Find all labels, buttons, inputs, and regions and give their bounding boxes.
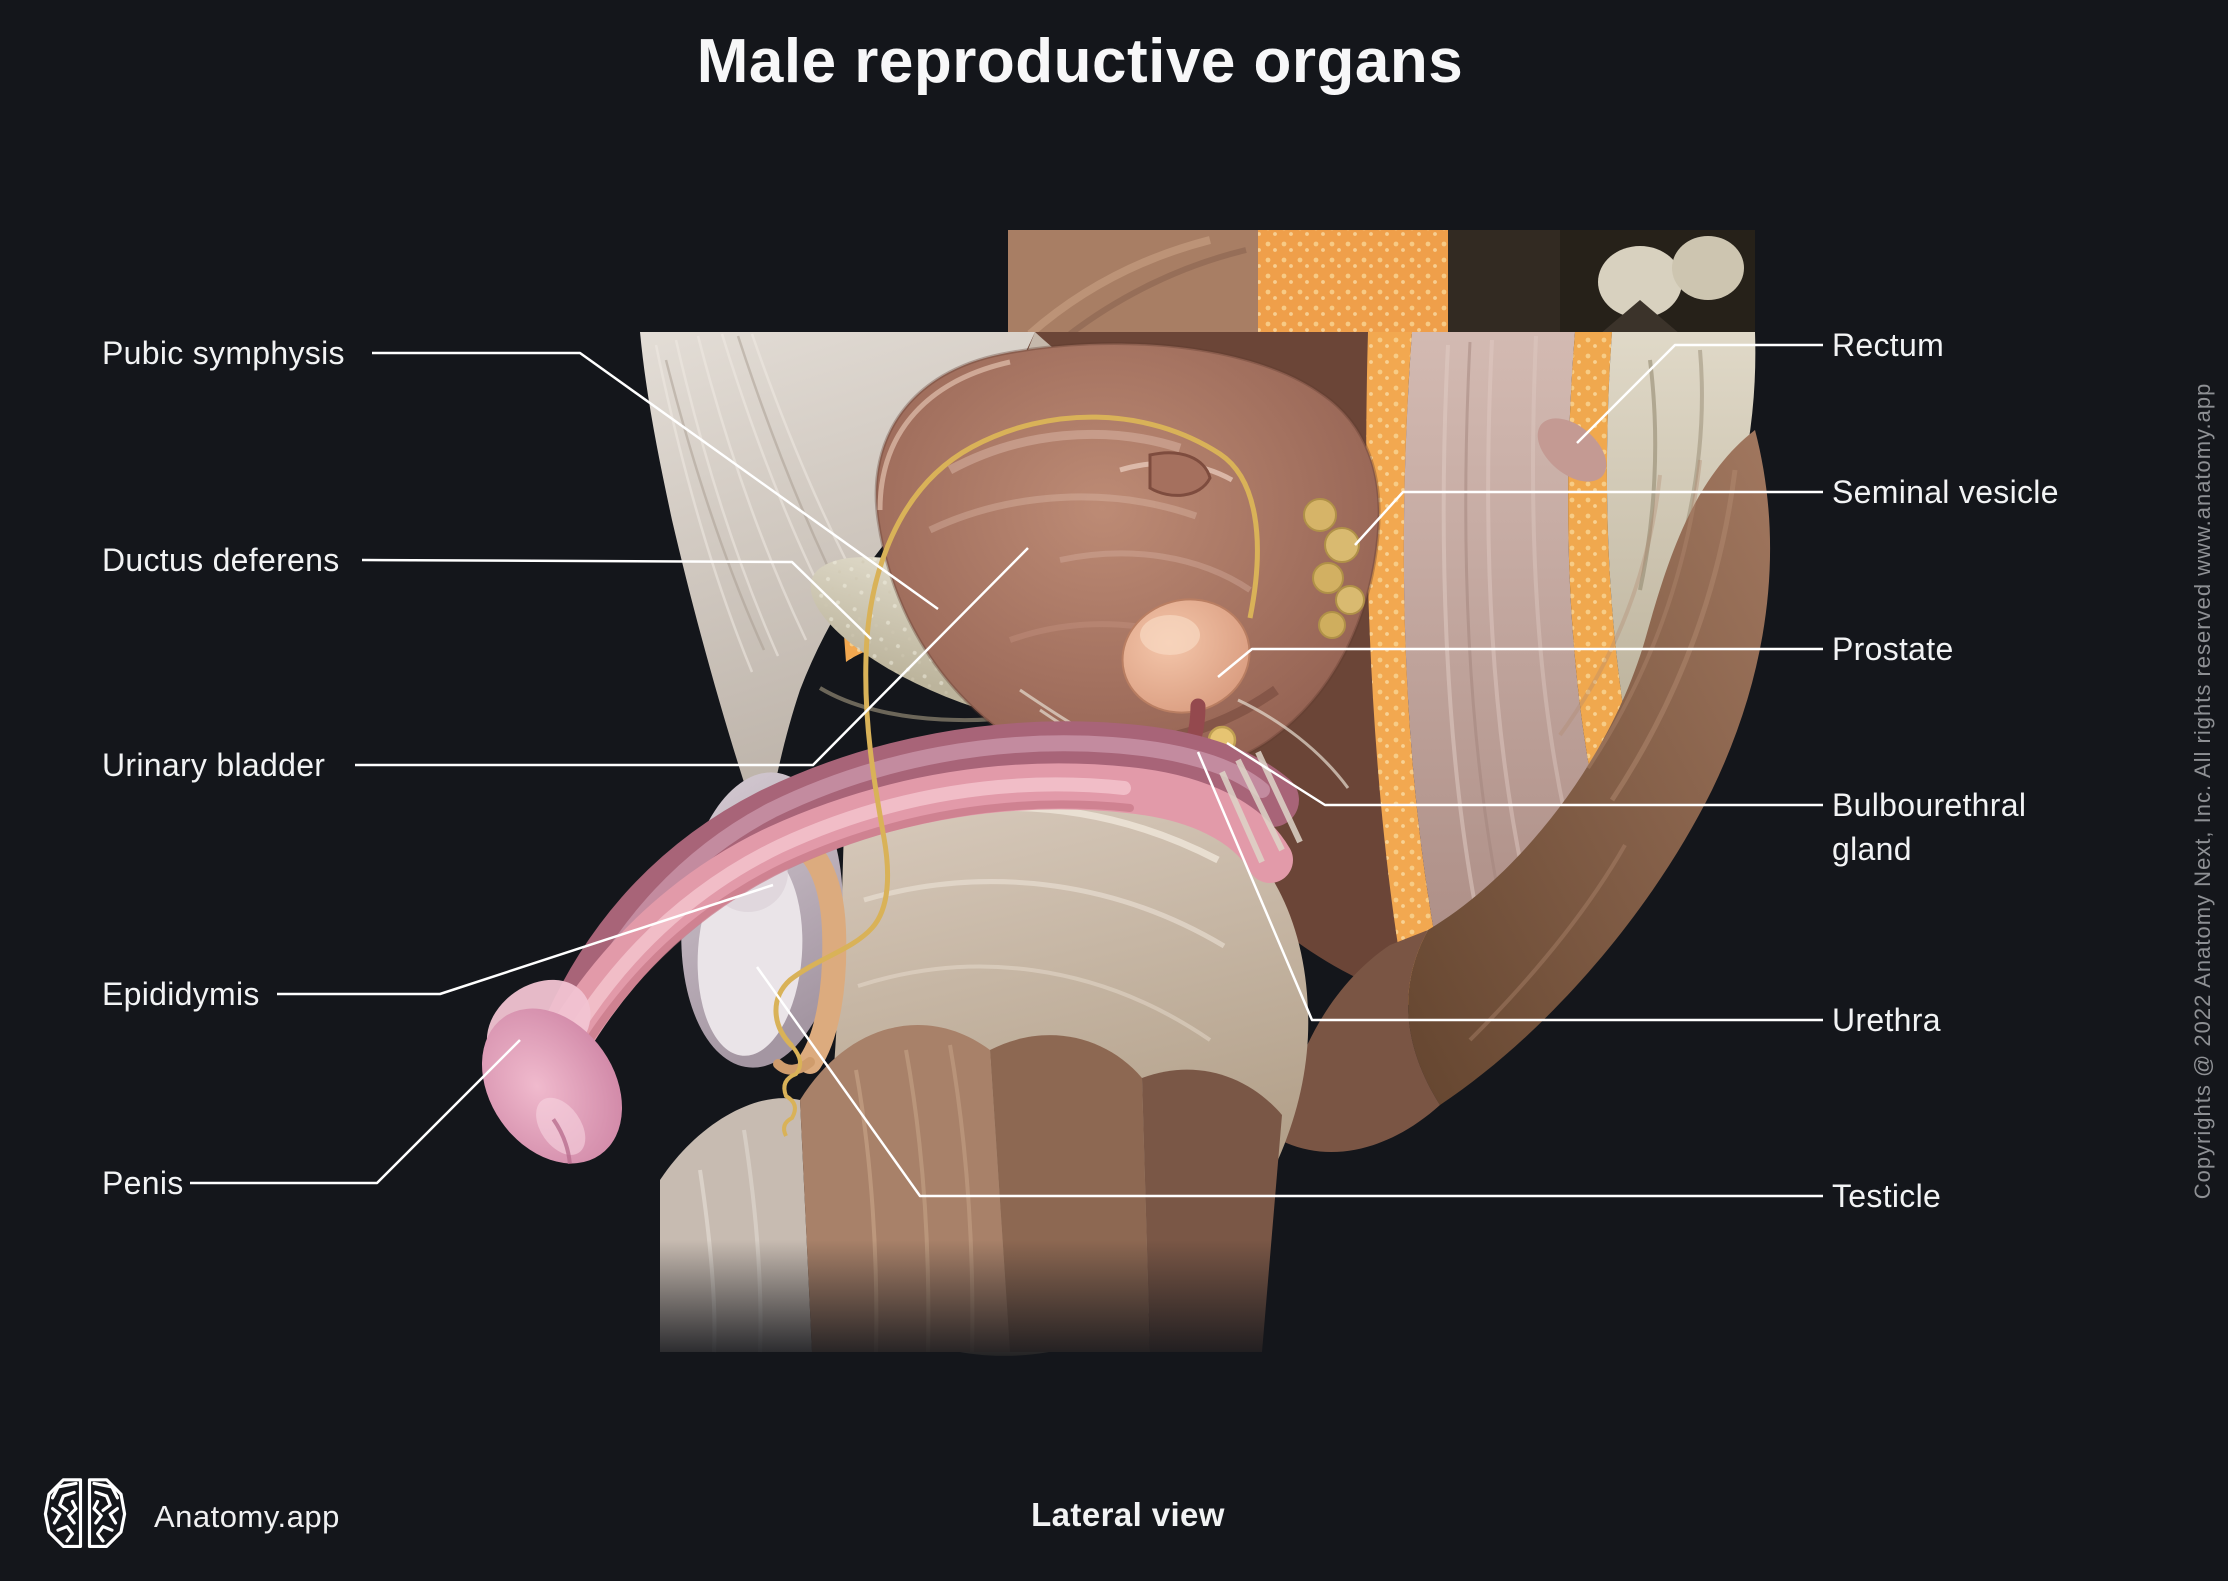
brand-name: Anatomy.app <box>154 1498 340 1534</box>
label-penis: Penis <box>102 1165 184 1201</box>
bottom-fade <box>540 1240 1820 1370</box>
label-ductus-deferens: Ductus deferens <box>102 542 340 578</box>
view-caption: Lateral view <box>1031 1496 1225 1533</box>
glans-shape <box>481 979 623 1165</box>
label-rectum: Rectum <box>1832 327 1945 363</box>
label-testicle: Testicle <box>1832 1178 1942 1214</box>
seminal-vesicle-shape <box>1303 498 1365 639</box>
label-pubic-symphysis: Pubic symphysis <box>102 335 345 371</box>
top-muscle-strip <box>1008 230 1755 338</box>
page-title: Male reproductive organs <box>696 27 1464 96</box>
copyright-text: Copyrights @ 2022 Anatomy Next, Inc. All… <box>2190 382 2215 1199</box>
label-prostate: Prostate <box>1832 631 1954 667</box>
label-urinary-bladder: Urinary bladder <box>102 747 326 783</box>
urinary-bladder-shape <box>874 341 1381 779</box>
label-seminal-vesicle: Seminal vesicle <box>1832 474 2059 510</box>
label-bulbourethral-gland: Bulbourethral gland <box>1832 787 2027 867</box>
brand[interactable]: Anatomy.app <box>40 1474 340 1559</box>
label-urethra: Urethra <box>1832 1002 1941 1038</box>
brain-logo-icon <box>40 1474 130 1559</box>
label-epididymis: Epididymis <box>102 976 260 1012</box>
